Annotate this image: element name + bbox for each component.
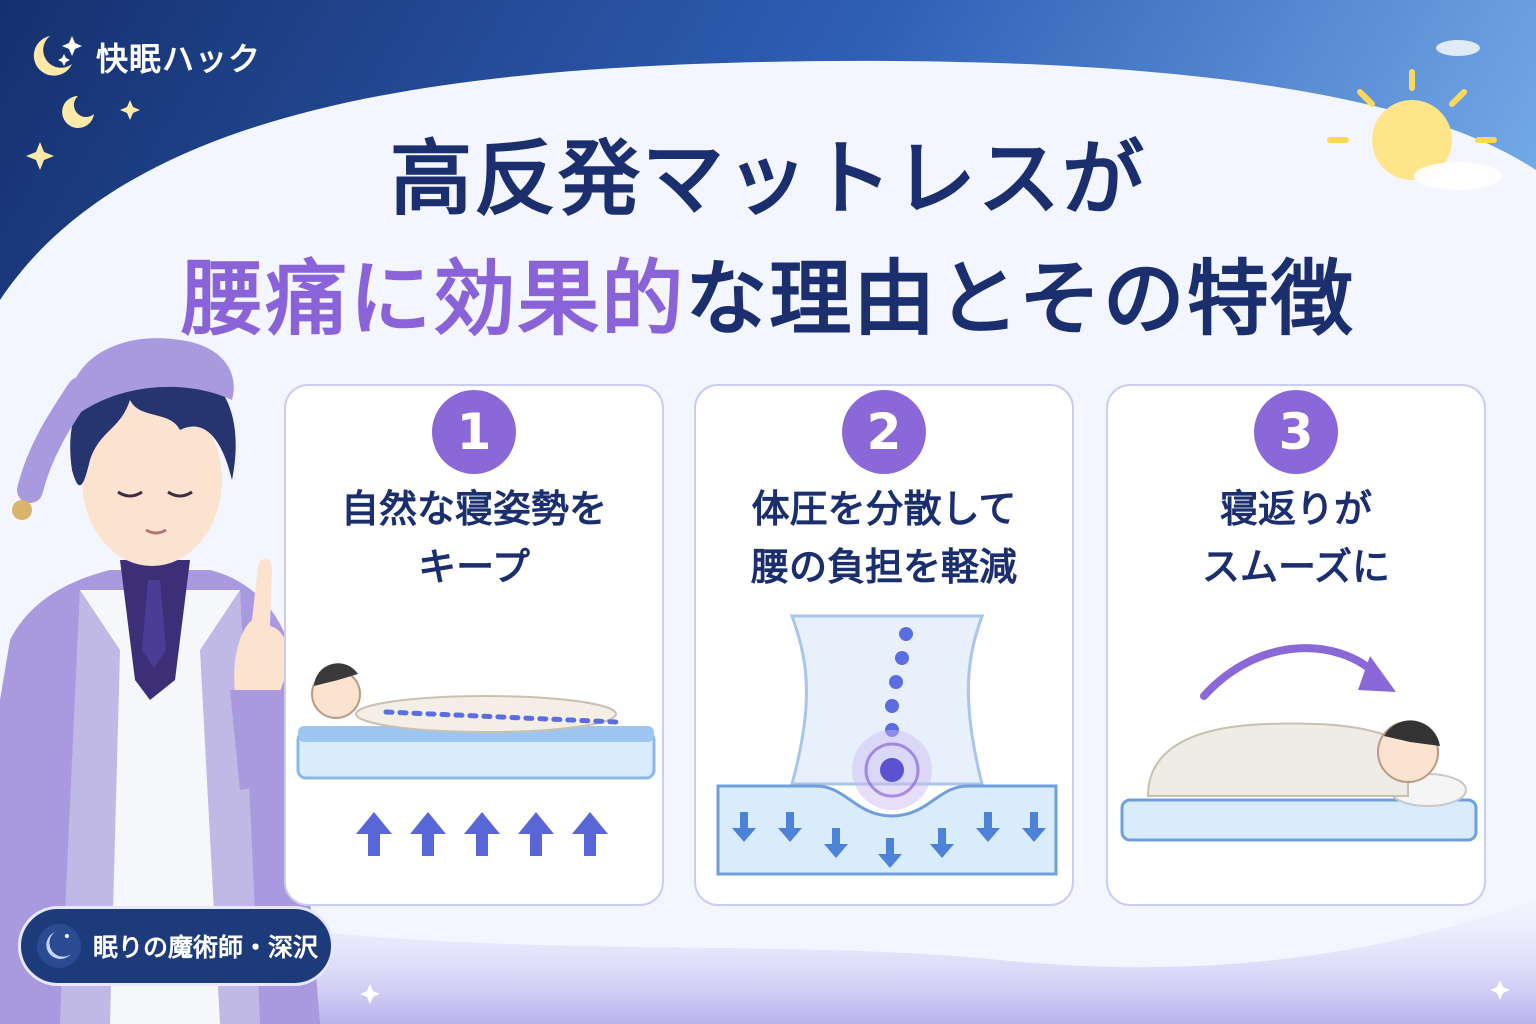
turning-over-illustration	[1120, 644, 1478, 842]
page-title-line2: 腰痛に効果的な理由とその特徴	[0, 232, 1536, 351]
card-text-line1: 自然な寝姿勢を	[340, 487, 607, 531]
title-highlight: 腰痛に効果的	[181, 252, 686, 347]
feature-card-1: 1 自然な寝姿勢を キープ	[284, 384, 664, 906]
decor-stars	[26, 96, 1510, 1004]
character-name-badge: 眠りの魔術師・深沢	[18, 906, 334, 986]
moon-stars-icon	[28, 30, 84, 84]
card-text-line1: 寝返りが	[1219, 487, 1372, 531]
card-text-line1: 体圧を分散して	[751, 487, 1017, 531]
feature-card-2: 2 体圧を分散して 腰の負担を軽減	[694, 384, 1074, 906]
sleep-wizard-character	[0, 338, 320, 1024]
lying-person-illustration	[296, 663, 656, 856]
card-number: 1	[432, 390, 516, 474]
feature-card-3: 3 寝返りが スムーズに	[1106, 384, 1486, 906]
card-number: 2	[842, 390, 926, 474]
card-text-line2: キープ	[418, 545, 530, 589]
card-text-line2: スムーズに	[1201, 545, 1391, 589]
brand-name: 快眠ハック	[96, 40, 262, 78]
pressure-distribution-illustration	[716, 614, 1058, 876]
sun-icon	[1327, 40, 1502, 190]
card-text: 寝返りが スムーズに	[1108, 480, 1484, 596]
card-text: 自然な寝姿勢を キープ	[286, 480, 662, 596]
card-number: 3	[1254, 390, 1338, 474]
brand-logo: 快眠ハック	[28, 30, 261, 84]
moon-icon	[35, 922, 83, 970]
up-arrow-icons	[356, 812, 608, 856]
title-rest: な理由とその特徴	[685, 252, 1355, 347]
down-arrow-icons	[732, 812, 1046, 868]
character-name: 眠りの魔術師・深沢	[93, 933, 319, 962]
page-title-line1: 高反発マットレスが	[389, 132, 1146, 227]
card-text-line2: 腰の負担を軽減	[750, 545, 1017, 589]
card-text: 体圧を分散して 腰の負担を軽減	[696, 480, 1072, 596]
